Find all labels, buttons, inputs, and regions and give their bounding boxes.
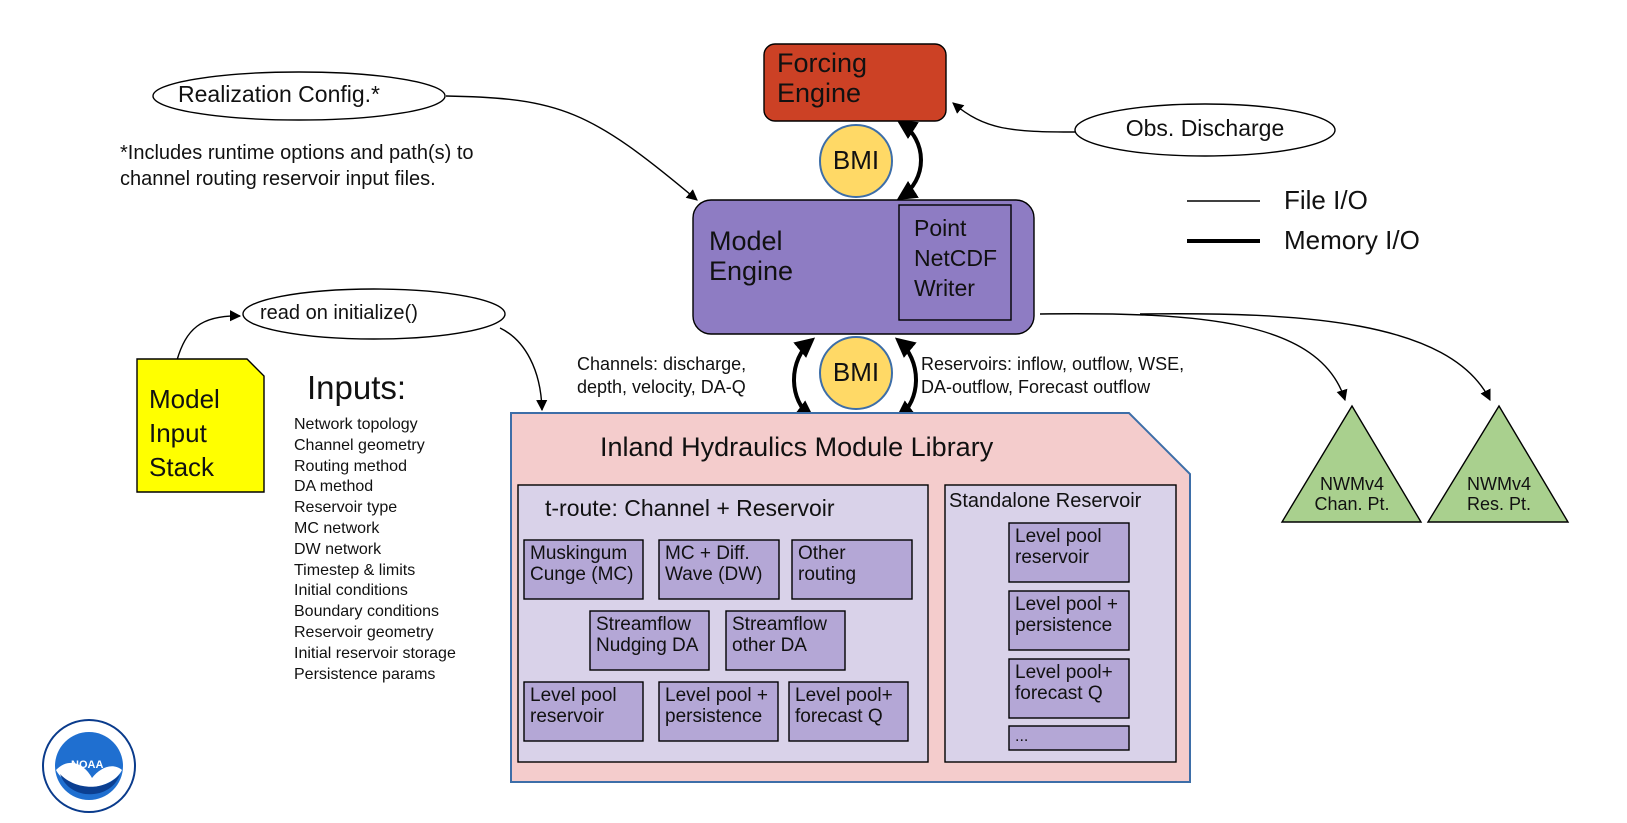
bmi-right-memory-arrow xyxy=(894,337,918,421)
forcing-engine-label: Forcing Engine xyxy=(777,48,868,109)
obs-discharge-node xyxy=(1074,103,1336,157)
inputs-item: Boundary conditions xyxy=(294,603,439,621)
read-on-initialize-node xyxy=(242,288,506,340)
forcing-engine-node xyxy=(763,43,947,122)
inputs-item: Persistence params xyxy=(294,665,436,683)
noaa-logo-text: NOAA xyxy=(71,759,104,771)
troute-module-box xyxy=(788,681,909,742)
nwm-chan-output-label: NWMv4 Chan. Pt. xyxy=(1314,474,1390,515)
troute-module-label: Level pool + persistence xyxy=(665,685,768,728)
troute-module-box xyxy=(523,681,644,742)
troute-module-label: Level pool+ forecast Q xyxy=(795,685,893,728)
read-to-library-arrow xyxy=(499,327,548,412)
standalone-title: Standalone Reservoir xyxy=(949,490,1142,512)
troute-title: t-route: Channel + Reservoir xyxy=(545,495,835,521)
standalone-module-box xyxy=(1008,658,1130,719)
troute-module-label: Streamflow Nudging DA xyxy=(596,614,699,657)
troute-module-label: Muskingum Cunge (MC) xyxy=(530,543,634,586)
channels-note: Channels: discharge, depth, velocity, DA… xyxy=(577,354,747,398)
troute-module-box xyxy=(791,539,913,600)
inputs-item: Reservoir type xyxy=(294,499,398,517)
legend-file-io-label: File I/O xyxy=(1284,185,1368,215)
realization-config-node xyxy=(152,71,446,121)
inputs-list: Network topology Channel geometry Routin… xyxy=(294,415,456,685)
inputs-item: DA method xyxy=(294,478,374,496)
inputs-item: Initial reservoir storage xyxy=(294,644,456,662)
engine-to-chan-output-arrow xyxy=(1039,313,1348,402)
library-title: Inland Hydraulics Module Library xyxy=(600,432,994,462)
inputs-item: Reservoir geometry xyxy=(294,623,434,641)
standalone-module-label: Level pool + persistence xyxy=(1015,594,1118,637)
nwm-res-output-node xyxy=(1426,404,1570,523)
inputs-item: Initial conditions xyxy=(294,582,408,600)
troute-module-label: Level pool reservoir xyxy=(530,685,617,728)
inputs-item: Network topology xyxy=(294,416,418,433)
bmi-top-label: BMI xyxy=(832,145,880,175)
troute-module-box xyxy=(523,539,644,600)
inputs-item: MC network xyxy=(294,519,380,537)
standalone-module-box xyxy=(1008,522,1130,583)
bmi-bottom-label: BMI xyxy=(832,357,880,387)
obs-discharge-label: Obs. Discharge xyxy=(1125,115,1285,141)
realization-footnote: *Includes runtime options and path(s) to… xyxy=(120,142,474,190)
stack-to-read-arrow xyxy=(176,310,242,361)
bmi-top-memory-arrow xyxy=(896,119,923,201)
inputs-item: DW network xyxy=(294,540,382,558)
nwm-res-output-label: NWMv4 Res. Pt. xyxy=(1466,474,1532,515)
standalone-module-label: Level pool reservoir xyxy=(1015,526,1102,569)
troute-module-label: MC + Diff. Wave (DW) xyxy=(665,543,763,586)
standalone-module-box xyxy=(1008,590,1130,651)
standalone-module-box xyxy=(1008,725,1130,751)
troute-module-box xyxy=(589,610,710,671)
legend-memory-io-label: Memory I/O xyxy=(1284,225,1420,255)
standalone-module-label: Level pool+ forecast Q xyxy=(1015,662,1113,705)
inputs-item: Timestep & limits xyxy=(294,561,416,579)
bmi-top-node xyxy=(819,124,893,198)
standalone-module-label: ... xyxy=(1015,728,1029,745)
model-input-stack-node xyxy=(136,358,265,493)
engine-to-res-output-arrow xyxy=(1139,313,1491,402)
bmi-left-memory-arrow xyxy=(792,337,816,421)
inputs-item: Routing method xyxy=(294,457,407,475)
obs-to-forcing-arrow xyxy=(952,102,1078,133)
read-on-initialize-label: read on initialize() xyxy=(260,302,418,324)
troute-module-label: Streamflow other DA xyxy=(732,614,828,657)
troute-module-label: Other routing xyxy=(798,543,857,586)
bmi-bottom-node xyxy=(819,336,893,410)
model-engine-label: Model Engine xyxy=(709,226,794,287)
model-input-stack-label: Model Input Stack xyxy=(149,384,220,482)
noaa-logo xyxy=(42,719,136,813)
realization-config-label: Realization Config.* xyxy=(178,81,381,107)
reservoirs-note: Reservoirs: inflow, outflow, WSE, DA-out… xyxy=(921,354,1185,398)
inputs-title: Inputs: xyxy=(307,369,407,406)
netcdf-writer-node xyxy=(898,204,1012,321)
netcdf-writer-label: Point NetCDF Writer xyxy=(914,215,998,301)
inputs-item: Channel geometry xyxy=(294,436,425,454)
troute-module-box xyxy=(658,681,779,742)
realization-to-engine-arrow xyxy=(445,95,698,201)
troute-module-box xyxy=(725,610,846,671)
troute-module-box xyxy=(658,539,780,600)
nwm-chan-output-node xyxy=(1280,404,1423,523)
